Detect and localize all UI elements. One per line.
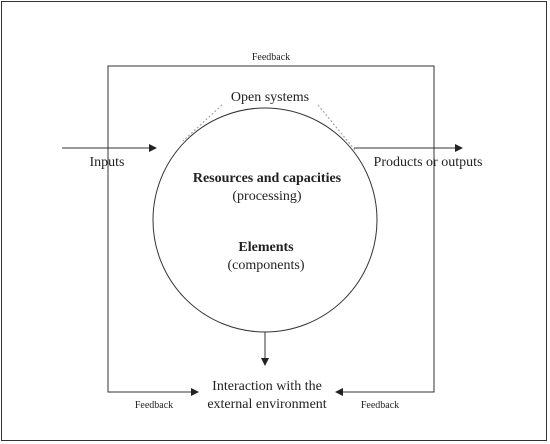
resources-title: Resources and capacities bbox=[193, 171, 342, 186]
feedback-bottom-left-label: Feedback bbox=[135, 400, 173, 411]
resources-subtitle: (processing) bbox=[232, 189, 302, 204]
feedback-bottom-right-label: Feedback bbox=[361, 400, 399, 411]
interaction-label-line1: Interaction with the bbox=[212, 379, 322, 394]
elements-title: Elements bbox=[238, 240, 294, 255]
open-systems-connector-left bbox=[182, 104, 223, 142]
open-systems-label: Open systems bbox=[231, 90, 309, 105]
elements-subtitle: (components) bbox=[228, 258, 305, 273]
interaction-label-line2: external environment bbox=[207, 397, 326, 412]
open-systems-connector-right bbox=[317, 104, 356, 151]
feedback-top-label: Feedback bbox=[252, 52, 290, 63]
inputs-label: Inputs bbox=[90, 155, 125, 170]
outputs-label: Products or outputs bbox=[374, 155, 483, 170]
system-circle bbox=[152, 107, 378, 333]
